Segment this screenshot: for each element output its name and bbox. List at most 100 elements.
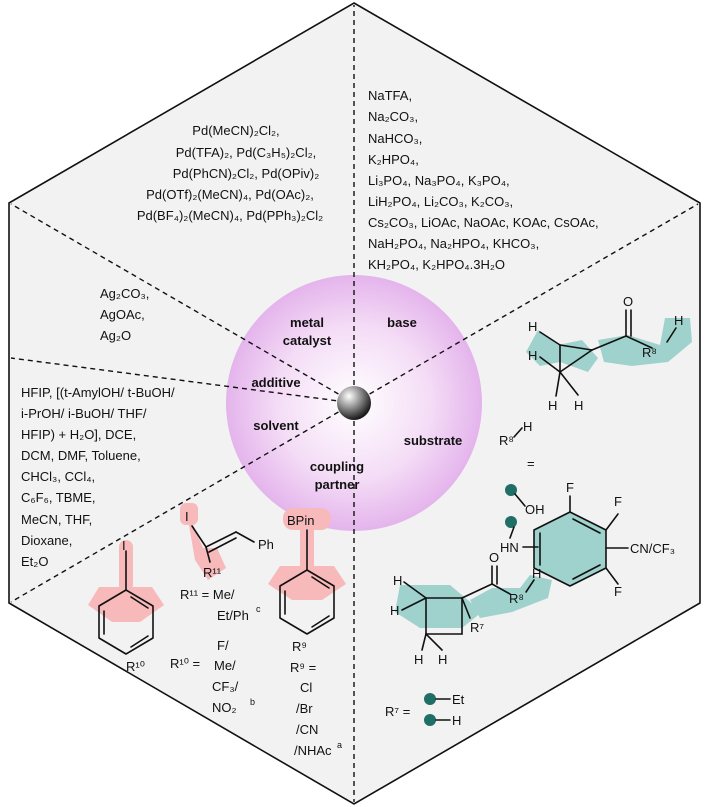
fluorine-atom: F — [614, 584, 622, 599]
solvent-line: C₆F₆, TBME, — [21, 490, 96, 505]
base-line: Cs₂CO₃, LiOAc, NaOAc, KOAc, CsOAc, — [368, 215, 599, 230]
base-line: LiH₂PO₄, Li₂CO₃, K₂CO₃, — [368, 194, 513, 209]
r9-value: /NHAc — [294, 743, 332, 758]
solvent-line: HFIP, [(t-AmylOH/ t-BuOH/ — [21, 385, 175, 400]
r8-def-h: H — [523, 419, 532, 434]
r9-value: Cl — [300, 680, 312, 695]
phenyl-label: Ph — [258, 537, 274, 552]
h-atom: H — [414, 652, 423, 667]
label-coupling: coupling — [310, 459, 364, 474]
h-atom: H — [528, 348, 537, 363]
attachment-dot — [505, 484, 517, 496]
solvent-list: HFIP, [(t-AmylOH/ t-BuOH/ i-PrOH/ i-BuOH… — [21, 385, 175, 569]
additive-line: Ag₂O — [100, 328, 131, 343]
r10-value: CF₃/ — [212, 679, 239, 694]
r10-superscript: b — [250, 697, 255, 707]
metal-catalyst-list: Pd(MeCN)₂Cl₂, Pd(TFA)₂, Pd(C₃H₅)₂Cl₂, Pd… — [137, 123, 323, 223]
catalyst-line: Pd(OTf)₂(MeCN)₄, Pd(OAc)₂, — [146, 187, 314, 202]
iodoarene-structure: I R¹⁰ — [88, 538, 164, 674]
r11-definition-1: R¹¹ = Me/ — [180, 587, 235, 602]
r7-label: R⁷ — [470, 620, 484, 635]
hydrogen-label: H — [452, 713, 461, 728]
h-atom: H — [438, 652, 447, 667]
h-atom: H — [393, 573, 402, 588]
catalyst-line: Pd(MeCN)₂Cl₂, — [192, 123, 279, 138]
ethyl-label: Et — [452, 692, 465, 707]
base-line: Li₃PO₄, Na₃PO₄, K₃PO₄, — [368, 173, 510, 188]
solvent-line: MeCN, THF, — [21, 512, 92, 527]
iodine-atom: I — [122, 538, 126, 553]
fluorine-atom: F — [614, 494, 622, 509]
solvent-line: HFIP) + H₂O], DCE, — [21, 427, 136, 442]
solvent-line: i-PrOH/ i-BuOH/ THF/ — [21, 406, 147, 421]
solvent-line: Dioxane, — [21, 533, 72, 548]
r10-value: Me/ — [214, 658, 236, 673]
label-catalyst: catalyst — [283, 333, 332, 348]
r9-label: R⁹ — [292, 639, 307, 654]
r9-value: /CN — [296, 722, 318, 737]
r11-definition-2: Et/Ph — [217, 608, 249, 623]
r9-value: /Br — [296, 701, 313, 716]
additive-list: Ag₂CO₃, AgOAc, Ag₂O — [100, 286, 149, 343]
r8-label: R⁸ — [509, 591, 524, 606]
base-line: NaTFA, — [368, 88, 412, 103]
label-additive: additive — [251, 375, 300, 390]
oxygen-atom: O — [623, 294, 633, 309]
attachment-dot — [424, 714, 436, 726]
label-metal: metal — [290, 315, 324, 330]
label-base: base — [387, 315, 417, 330]
r9-definition: R⁹ = — [290, 660, 316, 675]
h-atom: H — [674, 313, 683, 328]
r10-definition: R¹⁰ = — [170, 656, 200, 671]
oxygen-atom: O — [489, 550, 499, 565]
vinyl-iodine-atom: I — [185, 509, 189, 524]
h-atom: H — [574, 398, 583, 413]
additive-line: Ag₂CO₃, — [100, 286, 149, 301]
r9-superscript: a — [337, 740, 342, 750]
attachment-dot — [424, 693, 436, 705]
hn-label: HN — [500, 540, 519, 555]
additive-line: AgOAc, — [100, 307, 145, 322]
r7-definition: R⁷ = Et H — [385, 692, 465, 728]
r8-def-equals: = — [527, 456, 535, 471]
base-line: K₂HPO₄, — [368, 152, 419, 167]
base-list: NaTFA, Na₂CO₃, NaHCO₃, K₂HPO₄, Li₃PO₄, N… — [368, 88, 599, 272]
catalyst-line: Pd(PhCN)₂Cl₂, Pd(OPiv)₂ — [173, 166, 320, 181]
label-solvent: solvent — [253, 418, 299, 433]
metal-center-ball — [337, 386, 371, 420]
cyclopropane-substrate: H H H H O R⁸ H — [526, 294, 692, 413]
h-atom: H — [532, 566, 541, 581]
r8-definition: R⁸ H = OH HN F F F CN/CF₃ — [499, 419, 675, 599]
h-atom: H — [528, 319, 537, 334]
r10-label: R¹⁰ — [126, 659, 145, 674]
r10-value: NO₂ — [212, 700, 237, 715]
h-atom: H — [548, 398, 557, 413]
sector-dividers — [10, 5, 699, 802]
base-line: NaH₂PO₄, Na₂HPO₄, KHCO₃, — [368, 236, 539, 251]
solvent-line: DCM, DMF, Toluene, — [21, 448, 141, 463]
cyclobutane-substrate: H H O R⁸ H R⁷ H H — [390, 550, 552, 667]
bpin-label: BPin — [287, 513, 314, 528]
solvent-line: CHCl₃, CCl₄, — [21, 469, 95, 484]
base-line: NaHCO₃, — [368, 131, 422, 146]
boronate-structure: BPin R⁹ — [268, 508, 346, 654]
vinyl-iodide-structure: I Ph R¹¹ — [180, 503, 274, 580]
r10-value: F/ — [217, 638, 229, 653]
label-partner: partner — [315, 477, 360, 492]
catalyst-line: Pd(BF₄)₂(MeCN)₄, Pd(PPh₃)₂Cl₂ — [137, 208, 323, 223]
r11-superscript: c — [256, 604, 261, 614]
label-substrate: substrate — [404, 433, 463, 448]
h-atom: H — [390, 603, 399, 618]
base-line: KH₂PO₄, K₂HPO₄.3H₂O — [368, 257, 505, 272]
attachment-dot — [505, 516, 517, 528]
catalyst-line: Pd(TFA)₂, Pd(C₃H₅)₂Cl₂, — [176, 145, 317, 160]
r8-label: R⁸ — [642, 345, 657, 360]
solvent-line: Et₂O — [21, 554, 48, 569]
base-line: Na₂CO₃, — [368, 109, 418, 124]
fluorine-atom: F — [566, 480, 574, 495]
oh-label: OH — [525, 502, 545, 517]
r8-def-label: R⁸ — [499, 433, 514, 448]
r7-def-label: R⁷ = — [385, 704, 410, 719]
